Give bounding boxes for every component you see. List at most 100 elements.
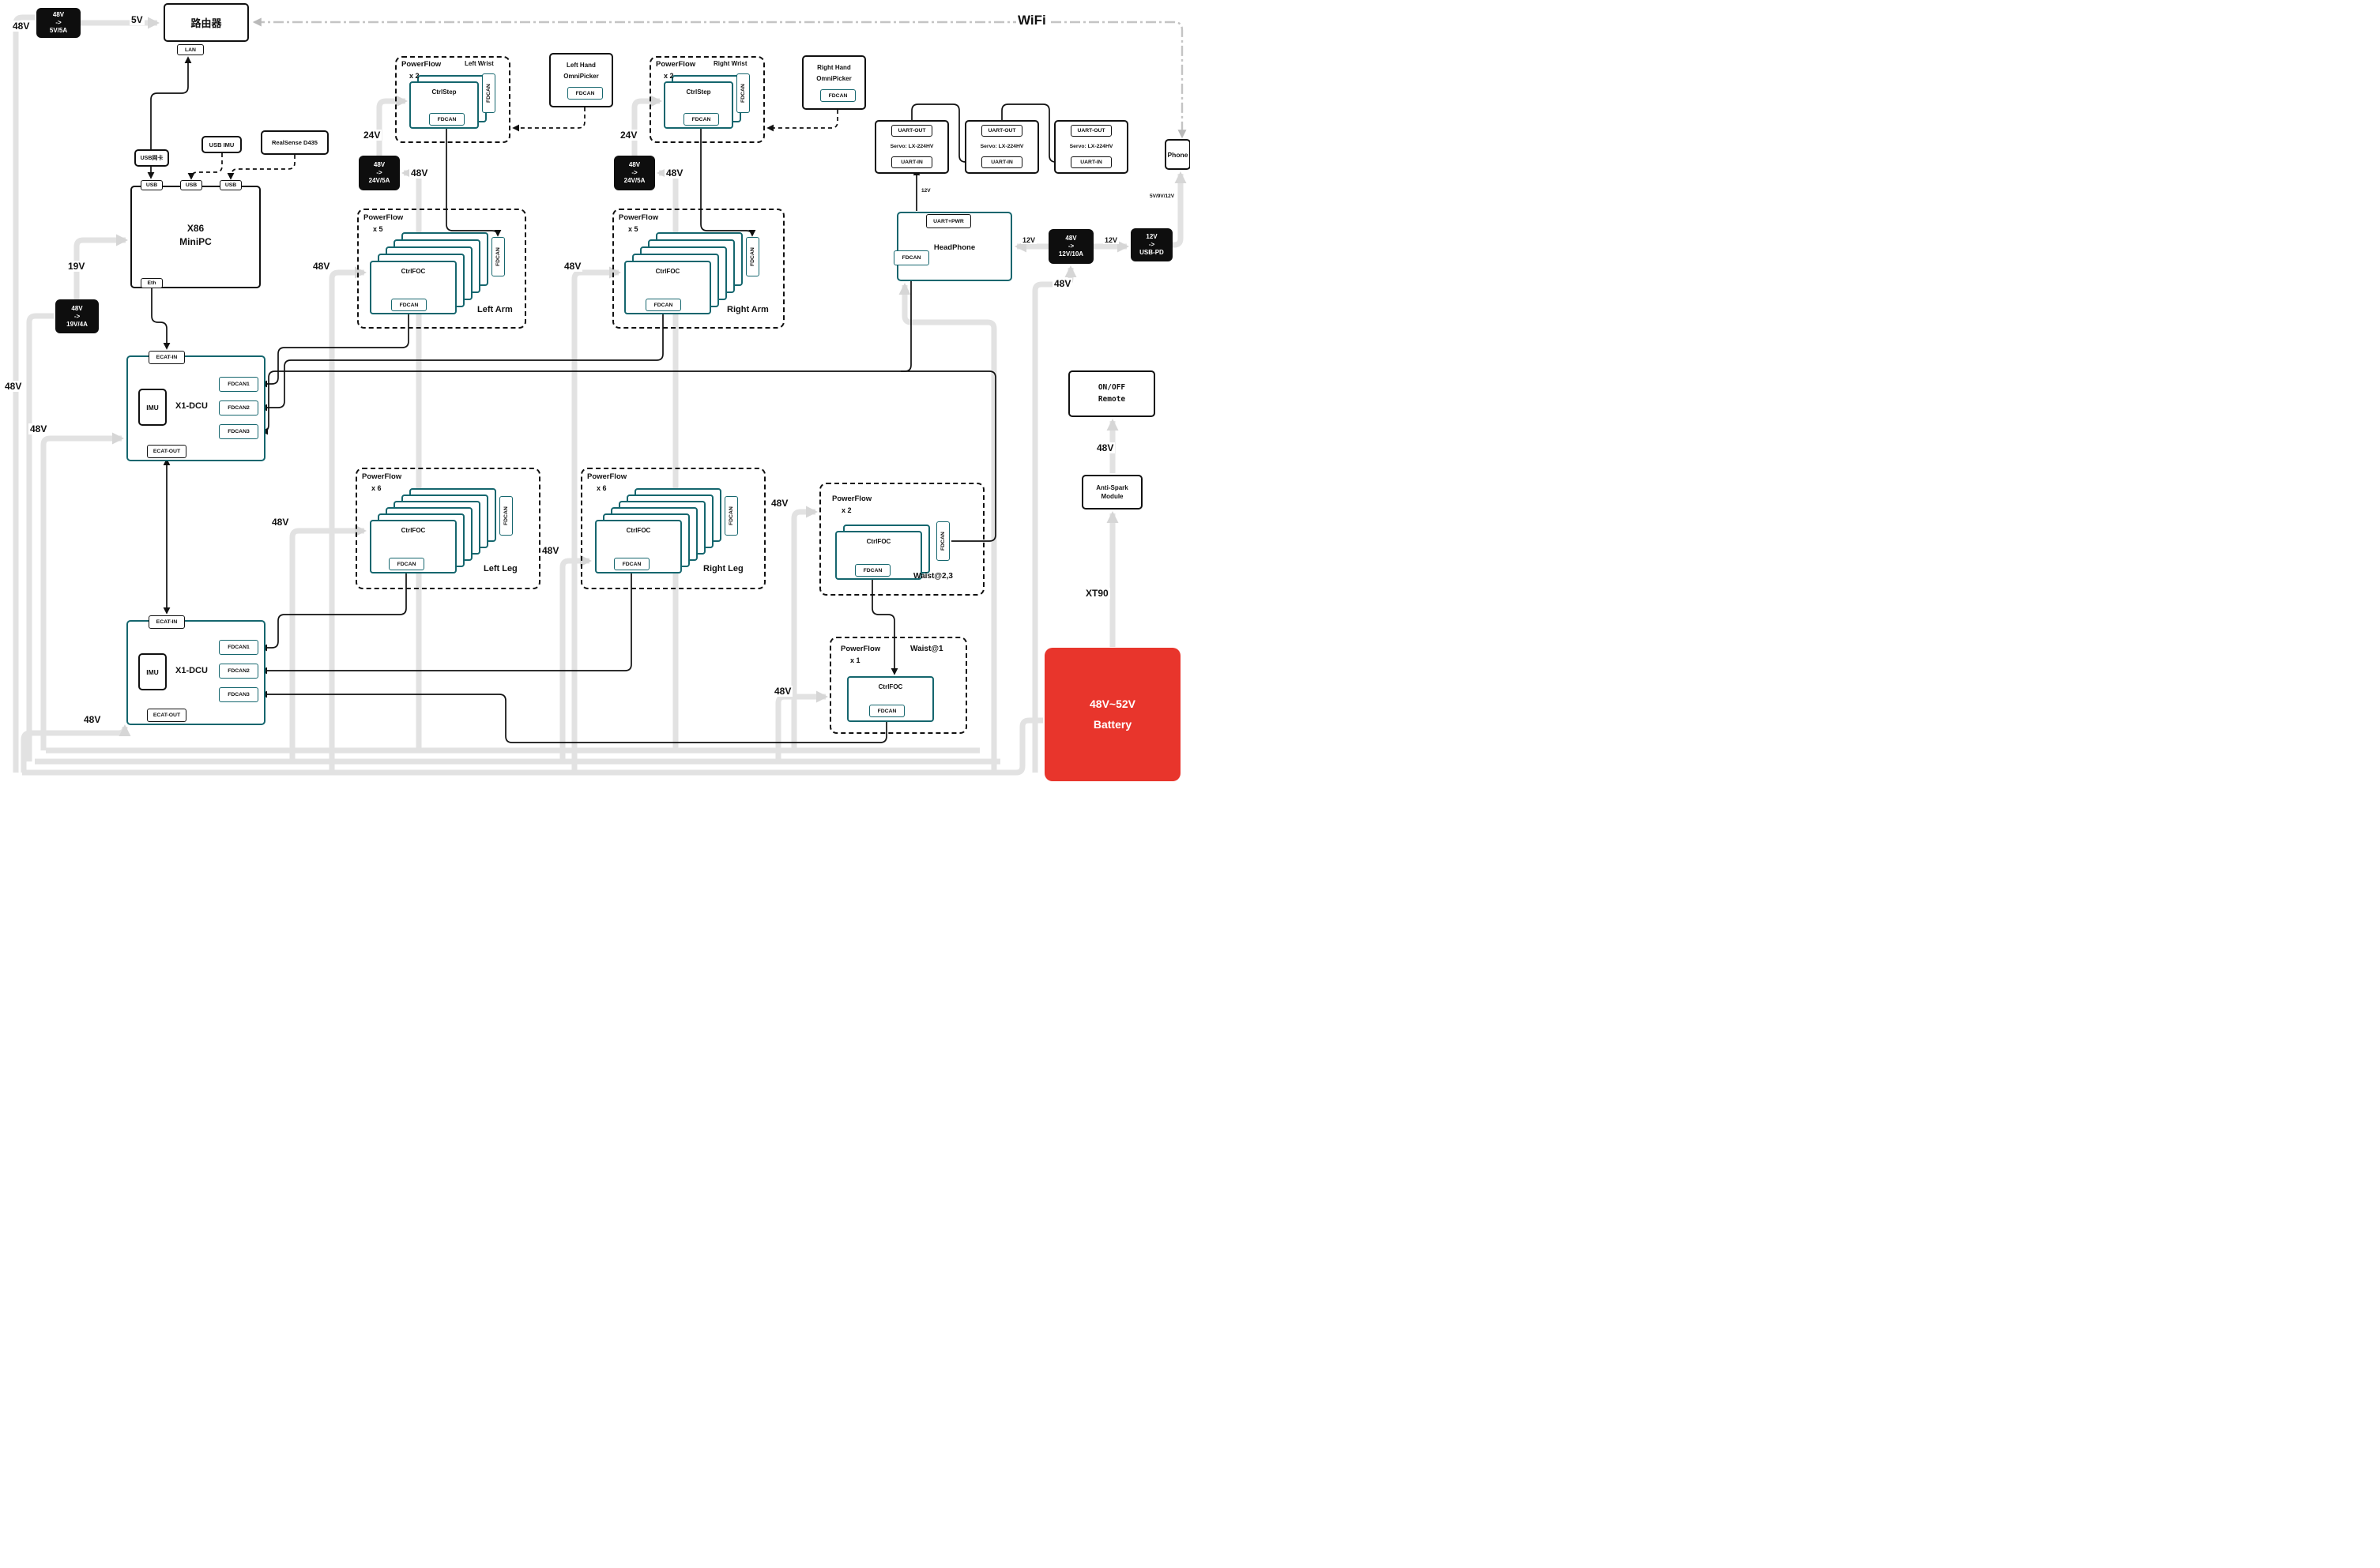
label-24v-right: 24V: [619, 130, 639, 141]
dcu2-fdcan3: FDCAN3: [219, 687, 258, 702]
pf-waist1-name: Waist@1: [910, 645, 943, 653]
pf-waist1-title: PowerFlow: [841, 645, 881, 653]
dcu2-ecat-out: ECAT-OUT: [147, 709, 186, 722]
phone-box: Phone: [1165, 139, 1190, 170]
pf-larm-title: PowerFlow: [363, 213, 404, 222]
dcu2-imu: IMU: [138, 653, 167, 690]
servo2-uart-out: UART-OUT: [981, 125, 1022, 137]
pf-rwrist-count: x 2: [664, 72, 674, 80]
headphone-box: HeadPhone: [897, 212, 1012, 281]
pf-rarm-title: PowerFlow: [619, 213, 659, 222]
label-48v-larm: 48V: [311, 261, 332, 272]
converter-48v-to-12v: 48V->12V/10A: [1049, 229, 1094, 264]
powerflow-waist23: [819, 483, 985, 596]
converter-48v-to-5v: 48V->5V/5A: [36, 8, 81, 38]
pf-waist23-count: x 2: [842, 506, 852, 514]
label-48v-conv12: 48V: [1053, 278, 1073, 289]
dcu2-fdcan2: FDCAN2: [219, 664, 258, 679]
pf-rwrist-fdcan-side: FDCAN: [736, 73, 750, 113]
router-box: 路由器: [164, 3, 249, 42]
pf-lwrist-title: PowerFlow: [401, 60, 442, 69]
label-48v-rleg: 48V: [540, 545, 561, 556]
pf-waist23-fdcan-side: FDCAN: [936, 521, 950, 561]
pf-lwrist-fdcan-side: FDCAN: [482, 73, 495, 113]
servo3-uart-in: UART-IN: [1071, 156, 1112, 168]
dcu2-fdcan1: FDCAN1: [219, 640, 258, 655]
pf-waist1-fdcan: FDCAN: [869, 705, 905, 717]
pf-larm-fdcan: FDCAN: [391, 299, 427, 311]
label-19v: 19V: [66, 261, 87, 272]
label-48v-lleg: 48V: [270, 517, 291, 528]
pf-lleg-fdcan-side: FDCAN: [499, 496, 513, 536]
pf-waist23-fdcan: FDCAN: [855, 564, 891, 577]
dcu2-ecat-in: ECAT-IN: [149, 615, 185, 629]
robot-power-comm-diagram: 48V 48V->5V/5A 5V 路由器 LAN WiFi USB网卡 USB…: [0, 0, 1190, 784]
wifi-label: WiFi: [1016, 13, 1048, 28]
pf-waist23-card-front: CtrlFOC: [835, 531, 922, 580]
signal-wires: [147, 56, 1071, 743]
usb-nic-box: USB网卡: [134, 149, 169, 167]
pf-waist23-title: PowerFlow: [832, 494, 872, 503]
dcu1-fdcan3: FDCAN3: [219, 424, 258, 439]
label-48v-left-a: 48V: [3, 381, 24, 392]
label-5v: 5V: [130, 14, 145, 25]
pf-lleg-count: x 6: [371, 484, 382, 492]
pf-larm-count: x 5: [373, 225, 383, 233]
label-48v-onoff: 48V: [1095, 442, 1116, 453]
pf-rleg-fdcan-side: FDCAN: [725, 496, 738, 536]
dcu1-ecat-out: ECAT-OUT: [147, 445, 186, 458]
label-48v-dcu2: 48V: [82, 714, 103, 725]
usb-port-2: USB: [180, 180, 202, 190]
pf-rarm-count: x 5: [628, 225, 638, 233]
label-48v-waist1: 48V: [773, 686, 793, 697]
servo3-uart-out: UART-OUT: [1071, 125, 1112, 137]
minipc-box: X86 MiniPC: [130, 186, 261, 288]
label-phone-voltages: 5V/9V/12V: [1148, 194, 1177, 199]
pf-lwrist-name: Left Wrist: [465, 60, 494, 67]
label-24v-left: 24V: [362, 130, 382, 141]
label-12v-left: 12V: [1021, 236, 1037, 244]
servo2-uart-in: UART-IN: [981, 156, 1022, 168]
servo1-uart-out: UART-OUT: [891, 125, 932, 137]
servo1-uart-in: UART-IN: [891, 156, 932, 168]
headphone-fdcan: FDCAN: [894, 250, 929, 265]
powerflow-right-leg: [581, 468, 766, 589]
right-hand-fdcan: FDCAN: [820, 89, 856, 102]
pf-rarm-name: Right Arm: [727, 305, 769, 314]
pf-larm-fdcan-side: FDCAN: [491, 237, 505, 276]
pf-rarm-fdcan: FDCAN: [646, 299, 681, 311]
label-48v-waist23: 48V: [770, 498, 790, 509]
left-hand-fdcan: FDCAN: [567, 87, 603, 100]
wifi-link: [252, 17, 1187, 139]
usb-imu-box: USB IMU: [201, 136, 242, 153]
dcu1-fdcan2: FDCAN2: [219, 400, 258, 416]
label-48v-left-b: 48V: [28, 423, 49, 434]
dcu1-imu: IMU: [138, 389, 167, 426]
usb-wires: [187, 100, 838, 180]
label-48v-rarm: 48V: [563, 261, 583, 272]
pf-rleg-title: PowerFlow: [587, 472, 627, 481]
pf-lwrist-count: x 2: [409, 72, 420, 80]
pf-rwrist-name: Right Wrist: [714, 60, 748, 67]
dcu2-title: X1-DCU: [175, 666, 208, 675]
lan-port: LAN: [177, 44, 204, 55]
pf-rleg-count: x 6: [597, 484, 607, 492]
pf-rwrist-title: PowerFlow: [656, 60, 696, 69]
powerflow-waist1: [830, 637, 967, 734]
dcu1-ecat-in: ECAT-IN: [149, 351, 185, 364]
pf-rarm-fdcan-side: FDCAN: [746, 237, 759, 276]
pf-lwrist-fdcan: FDCAN: [429, 113, 465, 126]
label-48v-input: 48V: [11, 21, 32, 32]
eth-port: Eth: [141, 278, 163, 288]
label-12v-right: 12V: [1103, 236, 1120, 244]
pf-lleg-name: Left Leg: [484, 564, 518, 573]
pf-waist23-name: Waist@2,3: [913, 572, 953, 581]
label-12v-servo: 12V: [920, 188, 932, 194]
realsense-box: RealSense D435: [261, 130, 329, 155]
label-48v-rwrist: 48V: [665, 167, 685, 179]
converter-12v-to-usbpd: 12V->USB-PD: [1131, 228, 1173, 261]
usb-port-3: USB: [220, 180, 242, 190]
